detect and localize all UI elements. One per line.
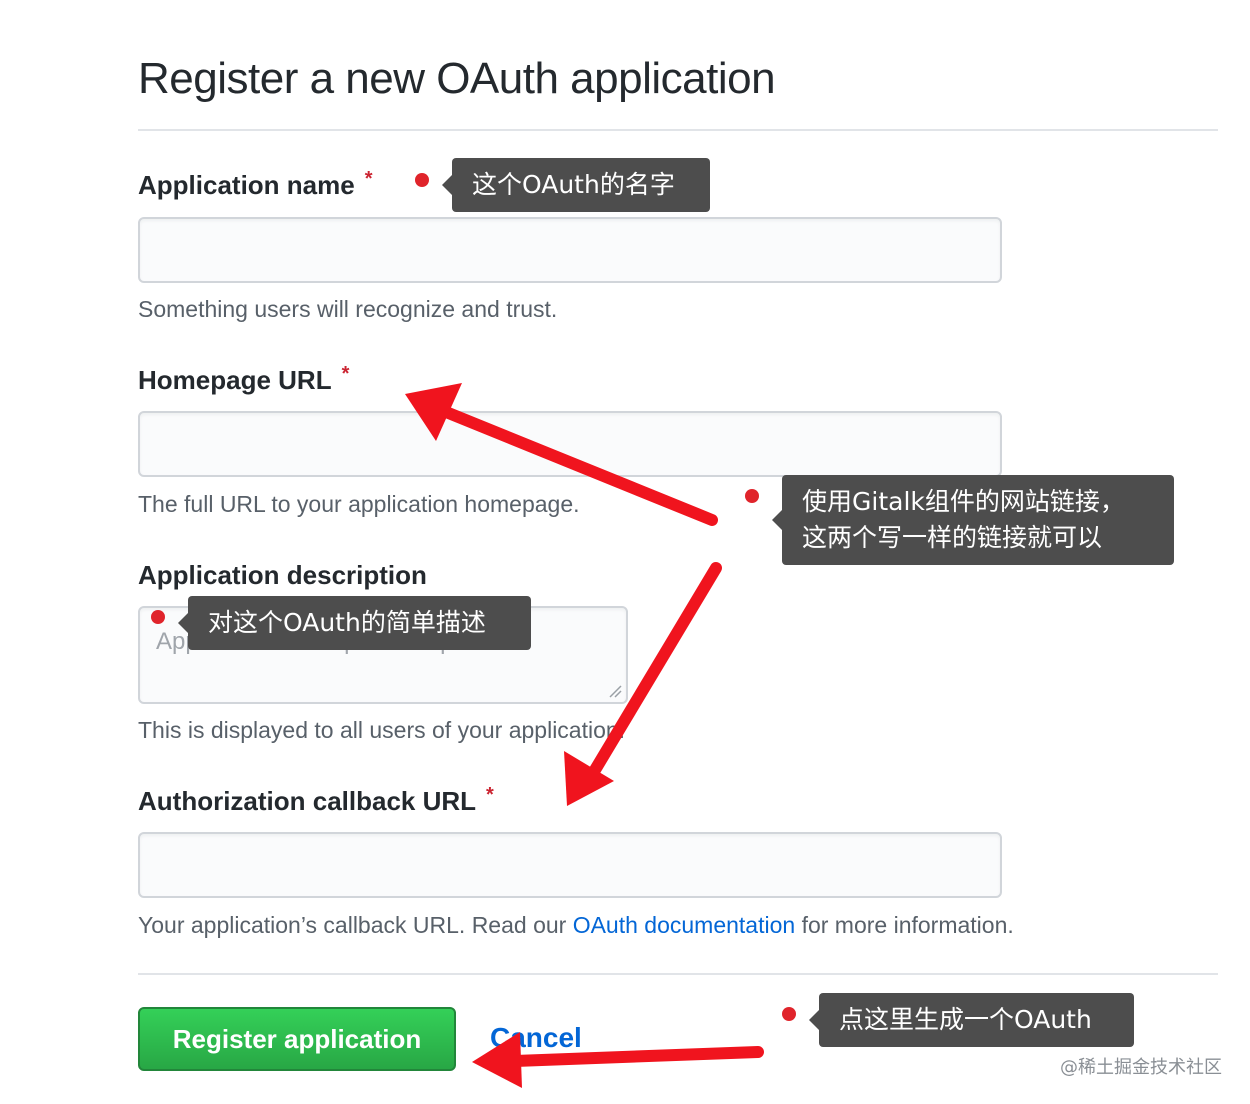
annotation-dot (151, 610, 165, 624)
homepage-url-label: Homepage URL * (138, 363, 350, 396)
app-name-label: Application name * (138, 168, 373, 201)
required-asterisk: * (364, 168, 373, 190)
annotation-dot (745, 489, 759, 503)
app-description-hint: This is displayed to all users of your a… (138, 717, 626, 743)
annotation-tooltip-name: 这个OAuth的名字 (442, 158, 710, 212)
callback-url-label: Authorization callback URL * (138, 784, 494, 817)
oauth-documentation-link[interactable]: OAuth documentation (572, 912, 796, 938)
title-divider (138, 129, 1218, 131)
homepage-url-hint: The full URL to your application homepag… (138, 491, 580, 517)
callback-hint-text: Your application’s callback URL. Read ou… (138, 912, 573, 938)
cancel-link[interactable]: Cancel (490, 1022, 582, 1053)
callback-url-label-text: Authorization callback URL (138, 786, 477, 816)
app-name-label-text: Application name (138, 170, 355, 200)
annotation-tooltip-url-line1: 使用Gitalk组件的网站链接， (802, 487, 1125, 516)
app-name-input[interactable] (138, 217, 1002, 283)
required-asterisk: * (341, 363, 350, 385)
watermark: @稀土掘金技术社区 (1060, 1057, 1222, 1078)
annotation-tooltip-submit: 点这里生成一个OAuth (809, 993, 1134, 1047)
homepage-url-input[interactable] (138, 411, 1002, 477)
form-divider (138, 973, 1218, 975)
page-title: Register a new OAuth application (138, 54, 776, 103)
app-name-hint: Something users will recognize and trust… (138, 296, 558, 322)
homepage-url-label-text: Homepage URL (138, 365, 332, 395)
annotation-dot (782, 1007, 796, 1021)
callback-hint-text-end: for more information. (795, 912, 1014, 938)
callback-url-hint: Your application’s callback URL. Read ou… (138, 912, 1014, 939)
resize-handle-icon[interactable] (608, 684, 622, 698)
callback-url-input[interactable] (138, 832, 1002, 898)
annotation-tooltip-url-line2: 这两个写一样的链接就可以 (802, 523, 1103, 552)
annotation-dot (415, 173, 429, 187)
app-description-label: Application description (138, 560, 427, 590)
register-application-button[interactable]: Register application (138, 1007, 456, 1071)
annotation-tooltip-description: 对这个OAuth的简单描述 (178, 596, 531, 650)
required-asterisk: * (486, 784, 494, 806)
annotation-tooltip-url: 使用Gitalk组件的网站链接， 这两个写一样的链接就可以 (772, 475, 1174, 565)
